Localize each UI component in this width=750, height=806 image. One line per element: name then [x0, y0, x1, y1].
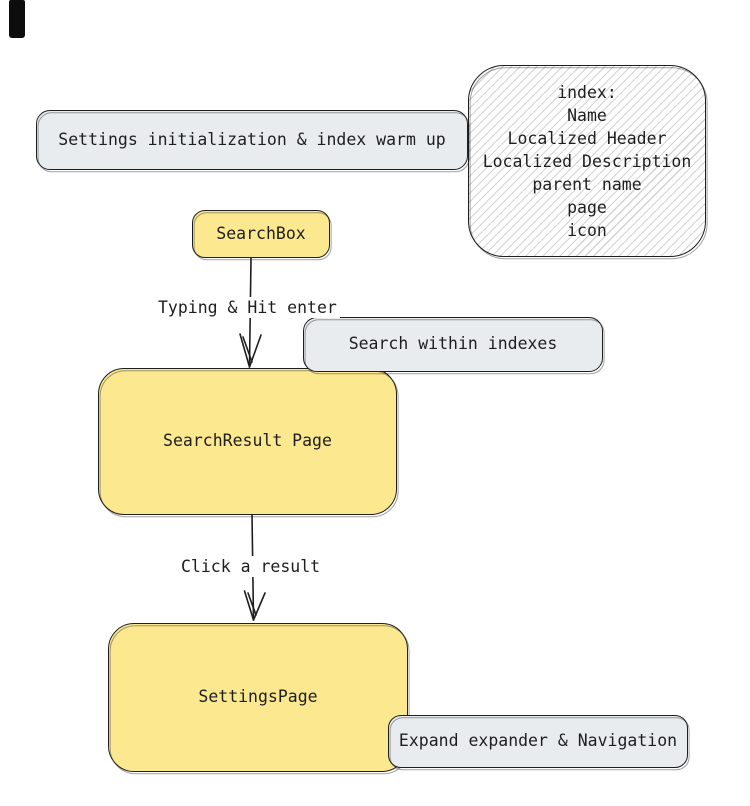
node-searchbox: SearchBox [192, 210, 330, 258]
node-index-note: index: Name Localized Header Localized D… [468, 65, 706, 257]
node-label: SettingsPage [198, 687, 318, 707]
node-label: Expand expander & Navigation [398, 731, 678, 751]
index-note-line: page [567, 197, 607, 217]
edge-label-typing: Typing & Hit enter [155, 297, 340, 318]
node-settings-page: SettingsPage [108, 623, 408, 772]
index-note-line: index: [557, 82, 617, 102]
node-label: Search within indexes [348, 334, 558, 354]
index-note-line: Name [567, 105, 607, 125]
index-note-line: icon [567, 220, 607, 240]
index-note-line: parent name [532, 174, 642, 194]
node-searchresult-page: SearchResult Page [98, 368, 397, 515]
node-settings-initialization: Settings initialization & index warm up [36, 110, 468, 170]
index-note-line: Localized Description [482, 151, 692, 171]
index-note-line: Localized Header [507, 128, 667, 148]
corner-mark [9, 0, 25, 38]
node-label: SearchBox [216, 223, 306, 243]
node-expand-expander-navigation: Expand expander & Navigation [388, 715, 688, 768]
node-label: SearchResult Page [163, 431, 332, 451]
node-search-within-indexes: Search within indexes [303, 317, 603, 372]
node-label: Settings initialization & index warm up [58, 129, 446, 149]
edge-label-click-result: Click a result [178, 556, 324, 577]
